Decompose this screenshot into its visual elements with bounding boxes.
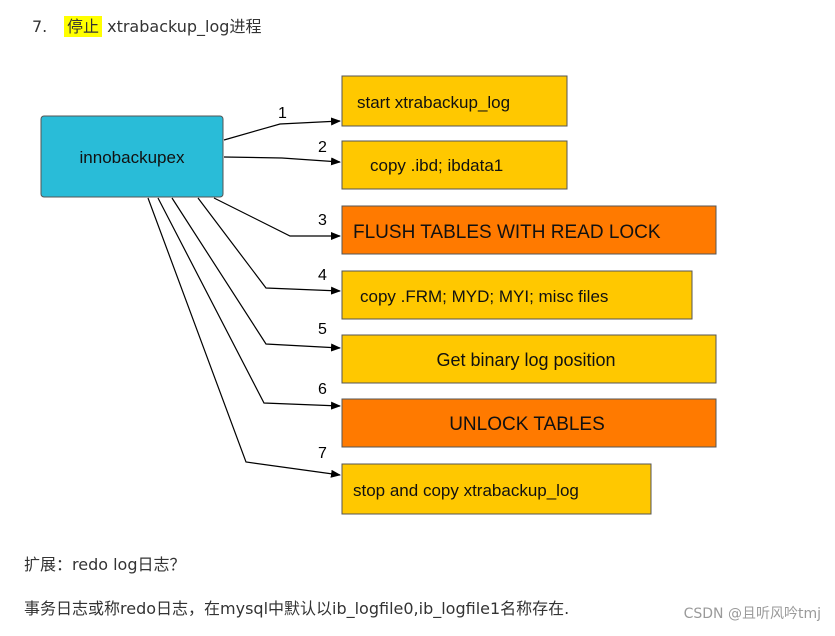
step-box-5 <box>341 334 717 384</box>
source-box <box>40 115 224 198</box>
step-box-7 <box>341 463 652 515</box>
list-item-text: xtrabackup_log进程 <box>102 17 262 36</box>
step-box-4 <box>341 270 693 320</box>
step-numbers: 1 2 3 4 5 6 7 <box>278 105 327 462</box>
step-6: UNLOCK TABLES <box>341 398 717 448</box>
list-number: 7. <box>32 17 48 36</box>
arrow-7 <box>147 197 341 478</box>
arrow-1 <box>223 117 341 141</box>
step-2: copy .ibd; ibdata1 <box>341 140 568 190</box>
step-label-3: FLUSH TABLES WITH READ LOCK <box>353 222 661 243</box>
step-number-4: 4 <box>318 267 327 284</box>
step-3: FLUSH TABLES WITH READ LOCK <box>341 205 717 255</box>
list-item-7: 7. 停止 xtrabackup_log进程 <box>32 14 261 40</box>
csdn-watermark: CSDN @且听风吟tmj <box>683 606 821 622</box>
step-box-2 <box>341 140 568 190</box>
step-number-3: 3 <box>318 212 327 229</box>
arrows <box>147 117 341 478</box>
source-label: innobackupex <box>80 148 185 167</box>
step-number-6: 6 <box>318 381 327 398</box>
step-box-3 <box>341 205 717 255</box>
arrow-6 <box>157 197 341 410</box>
source-node: innobackupex <box>40 115 224 198</box>
step-4: copy .FRM; MYD; MYI; misc files <box>341 270 693 320</box>
highlighted-text: 停止 <box>64 16 103 37</box>
step-label-5: Get binary log position <box>436 350 615 370</box>
arrow-5 <box>171 197 341 352</box>
step-5: Get binary log position <box>341 334 717 384</box>
step-box-6 <box>341 398 717 448</box>
arrow-3 <box>213 197 341 240</box>
arrow-2 <box>223 156 341 166</box>
redo-log-description: 事务日志或称redo日志，在mysql中默认以ib_logfile0,ib_lo… <box>24 599 570 618</box>
extension-note: 扩展：redo log日志？ <box>24 555 186 574</box>
step-number-5: 5 <box>318 321 327 338</box>
step-1: start xtrabackup_log <box>341 75 568 127</box>
step-box-1 <box>341 75 568 127</box>
step-label-4: copy .FRM; MYD; MYI; misc files <box>360 287 608 306</box>
step-label-7: stop and copy xtrabackup_log <box>353 481 579 500</box>
step-7: stop and copy xtrabackup_log <box>341 463 652 515</box>
step-number-1: 1 <box>278 105 287 122</box>
step-number-2: 2 <box>318 139 327 156</box>
step-label-1: start xtrabackup_log <box>357 93 510 112</box>
backup-flow-diagram: innobackupex 1 2 3 4 5 6 7 start xtrabac… <box>40 75 717 515</box>
step-number-7: 7 <box>318 445 327 462</box>
step-label-2: copy .ibd; ibdata1 <box>370 156 503 175</box>
arrow-4 <box>197 197 341 295</box>
step-label-6: UNLOCK TABLES <box>449 414 605 435</box>
